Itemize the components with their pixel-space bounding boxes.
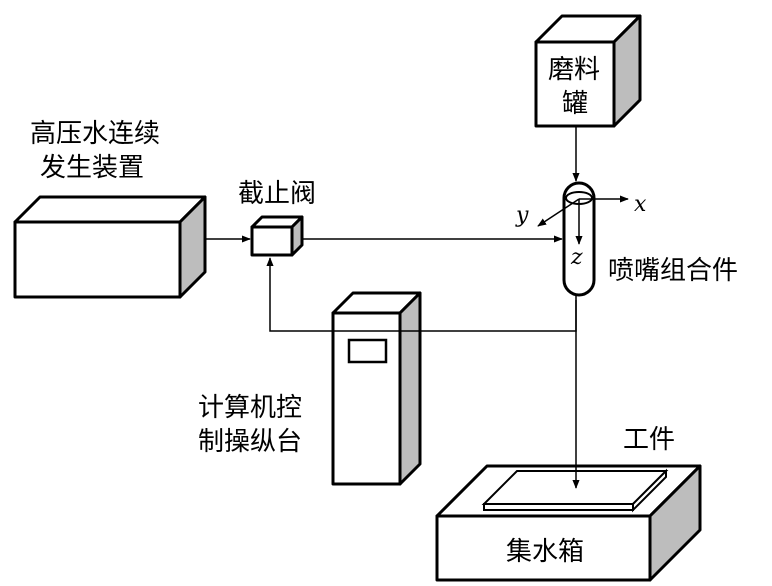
console-box (331, 291, 422, 486)
valve-box (250, 215, 304, 257)
workpiece-label: 工件 (623, 425, 676, 455)
hopper-box (534, 14, 642, 128)
hopper-label-line2: 罐 (562, 89, 589, 119)
workpiece-plate (481, 468, 669, 513)
control-line-to-valve (266, 257, 577, 332)
nozzle-assembly (562, 181, 596, 297)
nozzle-label: 喷嘴组合件 (608, 256, 739, 286)
y-axis-label: y (516, 203, 529, 228)
tank-label: 集水箱 (506, 537, 585, 567)
generator-label-line2: 发生装置 (40, 153, 145, 183)
generator-label-line1: 高压水连续 (30, 119, 161, 149)
x-axis-label: x (634, 192, 647, 217)
hopper-label-line1: 磨料 (548, 55, 601, 85)
console-screen (347, 338, 388, 364)
generator-box (13, 195, 207, 299)
z-axis-label: z (571, 245, 583, 270)
y-axis-arrow (537, 198, 580, 227)
valve-label: 截止阀 (238, 179, 317, 209)
console-label-line1: 计算机控 (198, 393, 303, 423)
console-label-line2: 制操纵台 (198, 427, 303, 457)
